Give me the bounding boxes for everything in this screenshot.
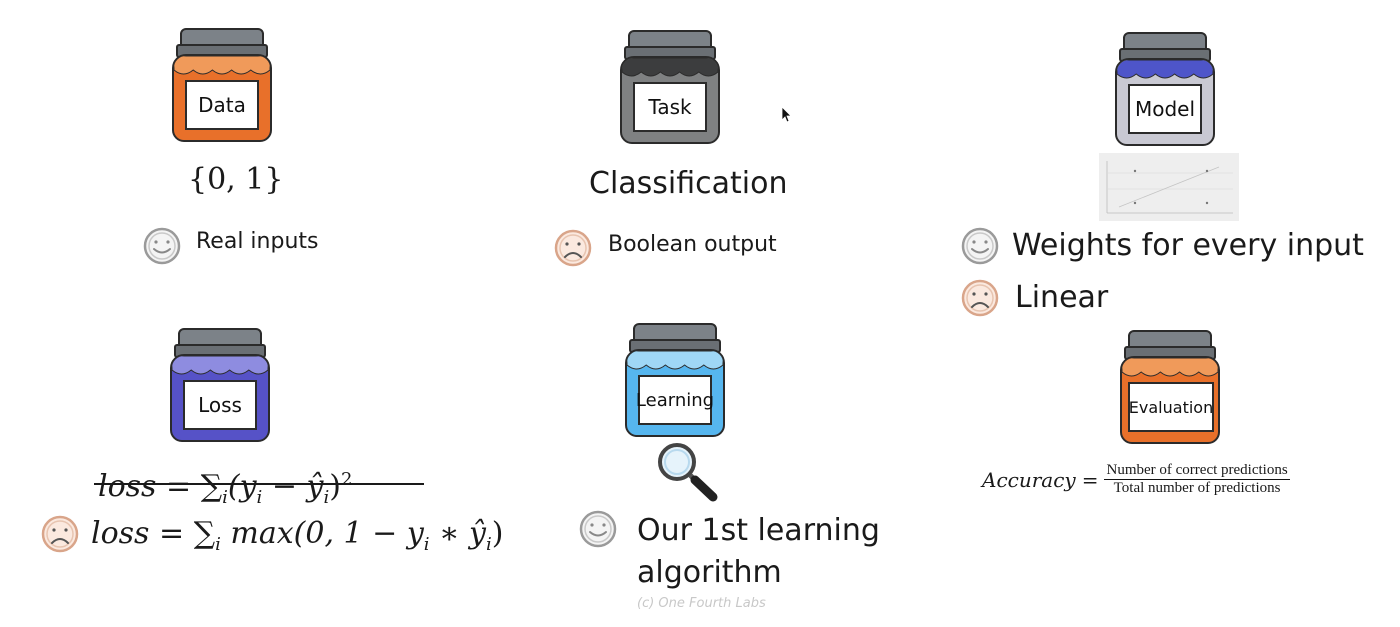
- accuracy-formula: Accuracy = Number of correct predictions…: [982, 462, 1290, 497]
- formula-term: (y: [227, 469, 257, 504]
- jar-cloth: [627, 351, 723, 370]
- smiley-icon: [143, 227, 181, 265]
- jar-body: Model: [1115, 58, 1215, 146]
- formula-equals: =: [159, 516, 185, 551]
- learning-pro-line2: algorithm: [637, 555, 782, 590]
- jar-cloth: [622, 58, 718, 77]
- fraction-numerator: Number of correct predictions: [1106, 462, 1288, 478]
- fraction-bar: [1104, 479, 1290, 480]
- formula-index: i: [485, 534, 492, 555]
- magnifier-icon: [658, 443, 718, 502]
- strikethrough-line: [94, 483, 424, 485]
- data-set-notation: {0, 1}: [188, 162, 284, 197]
- model-pro-text: Weights for every input: [1012, 228, 1364, 263]
- smiley-icon: [579, 510, 617, 548]
- formula-lhs: loss: [98, 469, 157, 504]
- model-jar: Model: [1115, 32, 1215, 147]
- task-title: Classification: [589, 166, 788, 201]
- data-jar-label: Data: [185, 80, 259, 130]
- jar-body: Data: [172, 54, 272, 142]
- formula-index: i: [323, 487, 330, 508]
- jar-cloth: [1122, 358, 1218, 377]
- accuracy-fraction: Number of correct predictions Total numb…: [1104, 462, 1290, 497]
- model-con-text: Linear: [1015, 280, 1109, 315]
- task-jar: Task: [620, 30, 720, 145]
- model-plot-thumbnail: [1099, 153, 1239, 221]
- fraction-denominator: Total number of predictions: [1113, 480, 1281, 496]
- jar-body: Task: [620, 56, 720, 144]
- learning-pro-line1: Our 1st learning: [637, 513, 880, 548]
- formula-yhat: ŷ: [306, 469, 324, 504]
- data-pro-text: Real inputs: [196, 229, 319, 254]
- formula-sum-index: i: [215, 534, 221, 555]
- jar-body: Learning: [625, 349, 725, 437]
- formula-sum: ∑: [193, 516, 216, 551]
- loss-jar-label: Loss: [183, 380, 257, 430]
- mouse-cursor-icon: [781, 106, 792, 123]
- formula-sum: ∑: [200, 469, 223, 504]
- evaluation-jar: Evaluation: [1120, 330, 1220, 445]
- learning-jar-label: Learning: [636, 375, 714, 425]
- task-con-text: Boolean output: [608, 232, 777, 257]
- new-loss-formula: loss = ∑i max(0, 1 − yi ∗ ŷi): [91, 514, 503, 565]
- frown-icon: [41, 515, 79, 553]
- evaluation-jar-label: Evaluation: [1128, 382, 1214, 432]
- smiley-icon: [961, 227, 999, 265]
- jar-body: Evaluation: [1120, 356, 1220, 444]
- data-jar: Data: [172, 28, 272, 143]
- formula-index: i: [423, 534, 430, 555]
- jar-cloth: [1117, 60, 1213, 79]
- jar-body: Loss: [170, 354, 270, 442]
- frown-icon: [554, 229, 592, 267]
- formula-close: ): [491, 516, 504, 551]
- formula-sum-index: i: [222, 487, 228, 508]
- formula-power: 2: [340, 469, 353, 490]
- task-jar-label: Task: [633, 82, 707, 132]
- frown-icon: [961, 279, 999, 317]
- model-jar-label: Model: [1128, 84, 1202, 134]
- copyright-credit: (c) One Fourth Labs: [637, 596, 766, 611]
- learning-jar: Learning: [625, 323, 725, 438]
- formula-product: ∗ ŷ: [429, 516, 486, 551]
- formula-close: ): [329, 469, 341, 504]
- formula-equals: =: [1081, 467, 1099, 492]
- loss-jar: Loss: [170, 328, 270, 443]
- formula-lhs: Accuracy: [982, 467, 1076, 492]
- formula-equals: =: [166, 469, 192, 504]
- jar-cloth: [174, 56, 270, 75]
- formula-minus: −: [262, 469, 307, 504]
- learning-pro-text: Our 1st learning algorithm: [637, 510, 880, 594]
- jar-cloth: [172, 356, 268, 375]
- formula-body: max(0, 1 − y: [220, 516, 424, 551]
- old-loss-formula: loss = ∑i(yi − ŷi)2: [98, 460, 352, 518]
- formula-index: i: [256, 487, 263, 508]
- formula-lhs: loss: [91, 516, 150, 551]
